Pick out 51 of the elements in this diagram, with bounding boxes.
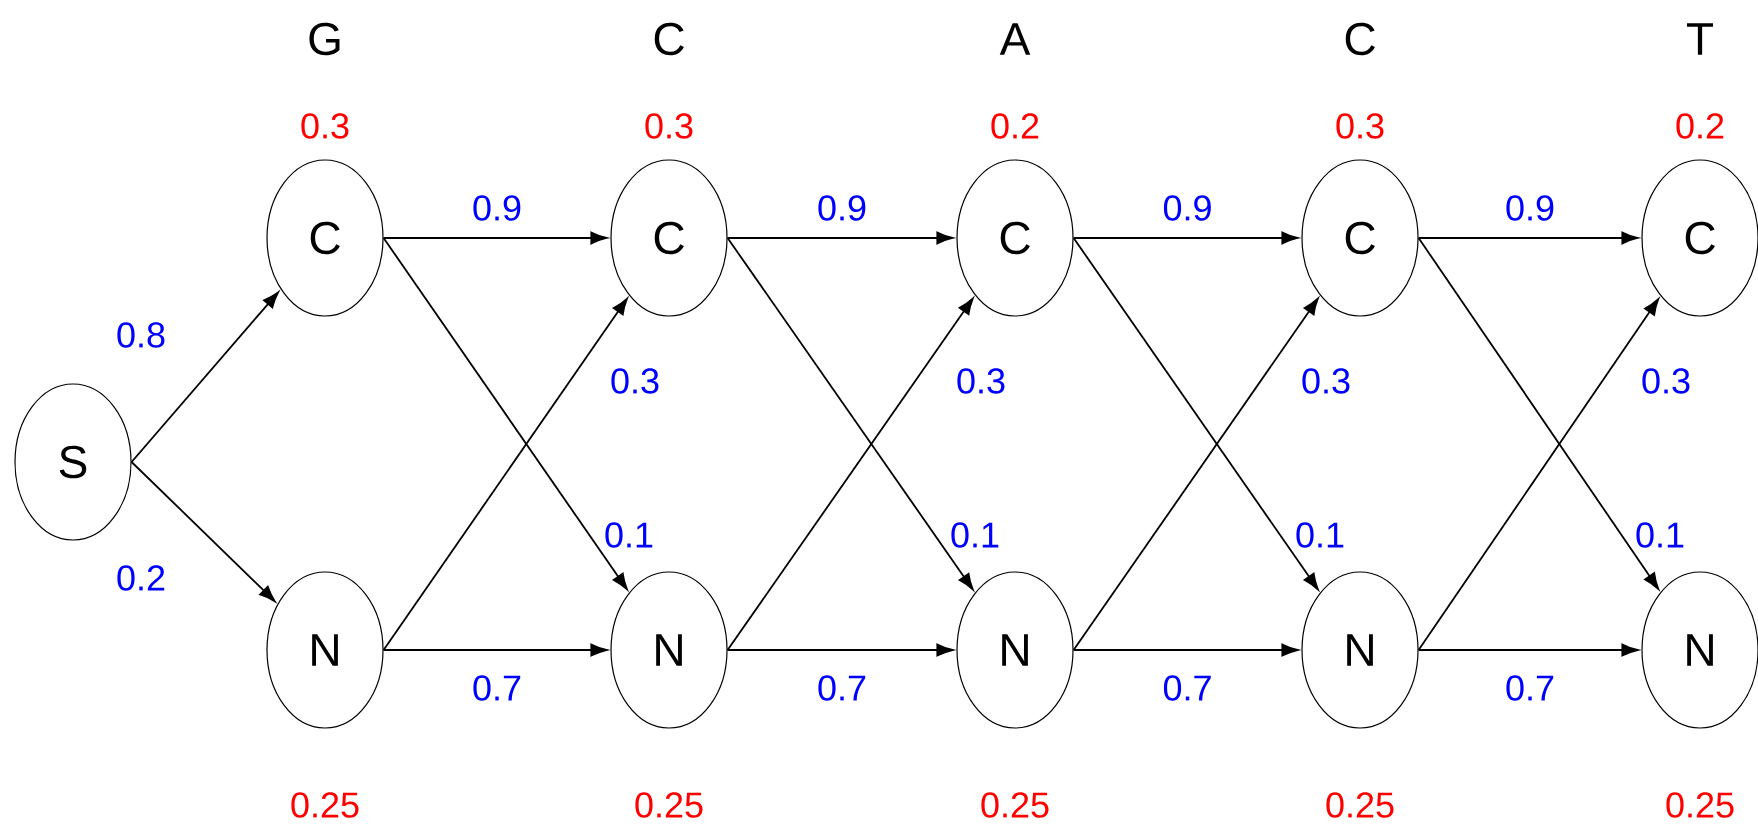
emission-probability: 0.25 [635, 792, 703, 818]
edge-label: 0.3 [1640, 367, 1693, 395]
edge-label: 0.7 [1504, 674, 1557, 702]
arrow [130, 291, 279, 463]
edge-label: 0.9 [1161, 194, 1214, 222]
edge-label: 0.7 [816, 674, 869, 702]
sequence-letter: A [999, 23, 1031, 55]
emission-probability: 0.25 [291, 792, 359, 818]
arrow [1072, 231, 1299, 245]
edge-label: 0.1 [949, 521, 1002, 549]
arrow [382, 237, 628, 591]
edge-label: 0.7 [1161, 674, 1214, 702]
arrow [1072, 643, 1299, 657]
edge-label: 0.1 [1634, 521, 1687, 549]
edge-label: 0.2 [115, 564, 168, 592]
edge-label: 0.1 [603, 521, 656, 549]
arrow [1417, 298, 1660, 651]
emission-probability: 0.3 [1336, 113, 1384, 139]
arrow [130, 461, 276, 602]
arrow [1417, 231, 1639, 245]
arrow [1417, 643, 1639, 657]
arrow [1417, 237, 1660, 590]
edge-label: 0.9 [816, 194, 869, 222]
emission-probability: 0.2 [1676, 113, 1724, 139]
edge-label: 0.1 [1294, 521, 1347, 549]
arrow [726, 237, 974, 591]
arrow [726, 231, 954, 245]
edge-label: 0.3 [1300, 367, 1353, 395]
sequence-letter: T [1687, 23, 1713, 55]
arrow [382, 643, 608, 657]
edge-label: 0.7 [471, 674, 524, 702]
emission-probability: 0.25 [1666, 792, 1734, 818]
emission-probability: 0.2 [991, 113, 1039, 139]
arrow [382, 297, 628, 651]
arrow [1072, 237, 1319, 591]
edge-label: 0.9 [1504, 194, 1557, 222]
emission-probability: 0.3 [645, 113, 693, 139]
sequence-letter: G [309, 22, 340, 56]
arrow [1072, 297, 1319, 651]
edge-label: 0.3 [955, 367, 1008, 395]
edge-label: 0.9 [471, 194, 524, 222]
sequence-letter: C [1345, 22, 1375, 56]
emission-probability: 0.3 [301, 113, 349, 139]
edge-label: 0.8 [115, 321, 168, 349]
arrow [726, 297, 974, 651]
sequence-letter: C [654, 22, 684, 56]
arrow [382, 231, 608, 245]
arrow [726, 643, 954, 657]
emission-probability: 0.25 [1326, 792, 1394, 818]
emission-probability: 0.25 [981, 792, 1049, 818]
edge-label: 0.3 [609, 367, 662, 395]
